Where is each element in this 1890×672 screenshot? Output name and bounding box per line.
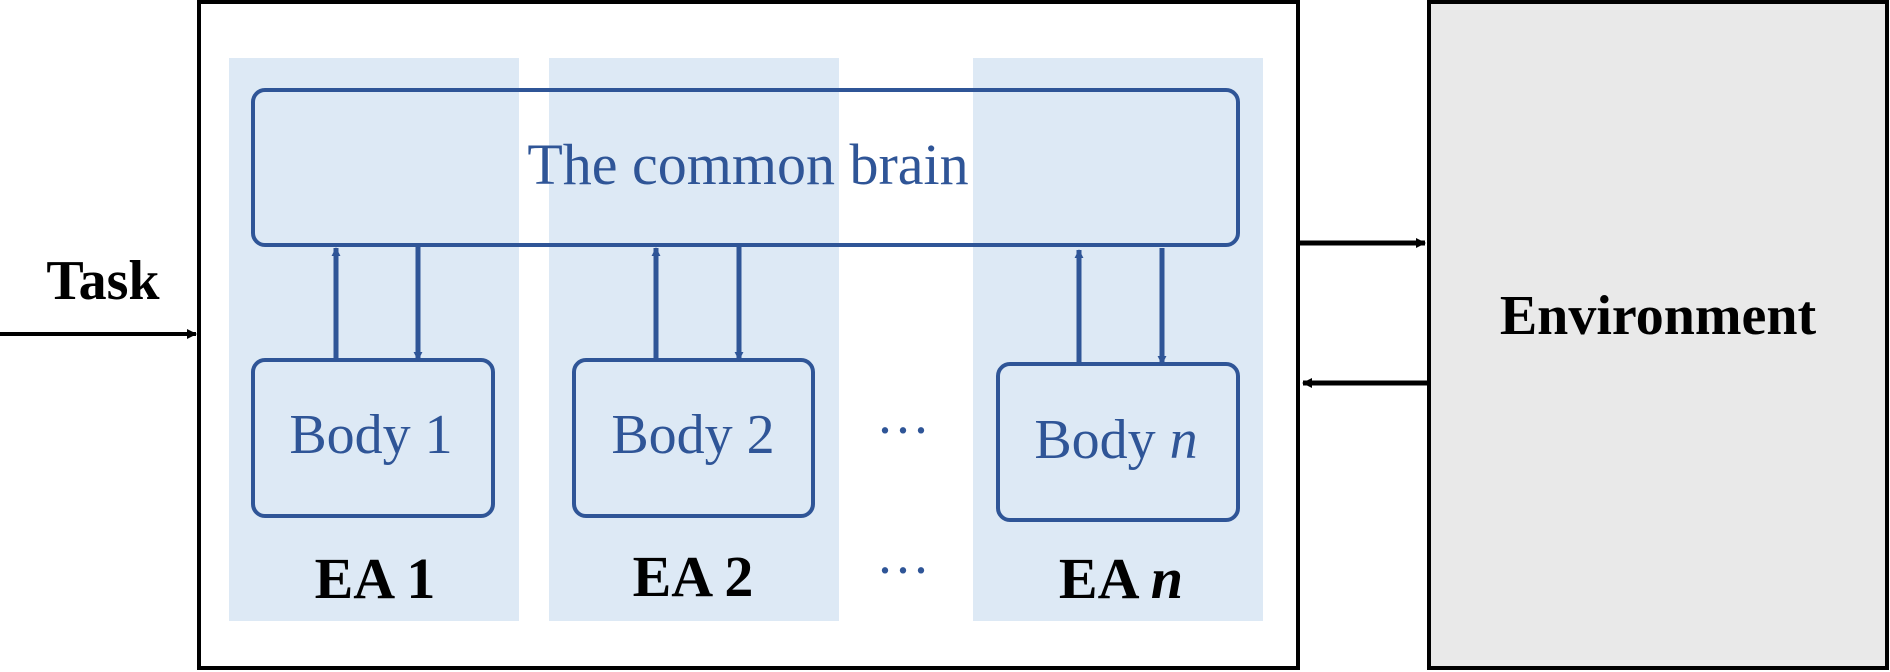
common-brain-label: The common brain [527, 132, 968, 197]
body-n-variable: n [1170, 409, 1198, 471]
agent-n-label: EA n [1059, 546, 1183, 611]
environment-box [1427, 0, 1889, 670]
body-n-prefix: Body [1034, 409, 1169, 471]
environment-label: Environment [1500, 285, 1817, 347]
agent-1-label: EA 1 [315, 546, 436, 611]
body-2-box [572, 358, 815, 518]
agent-column-n [973, 58, 1263, 621]
body-ellipsis: ··· [876, 400, 930, 460]
body-2-label: Body 2 [611, 404, 774, 466]
common-brain-box [251, 88, 1240, 247]
agent-column-2 [549, 58, 839, 621]
agent-ellipsis: ··· [876, 540, 930, 600]
body-1-box [251, 358, 495, 518]
body-n-label: Body n [1034, 409, 1197, 471]
body-1-label: Body 1 [289, 404, 452, 466]
agent-n-prefix: EA [1059, 546, 1151, 611]
agent-2-label: EA 2 [633, 544, 754, 609]
body-n-box [996, 362, 1240, 522]
agent-n-variable: n [1151, 546, 1183, 611]
task-label: Task [46, 250, 160, 312]
agent-column-1 [229, 58, 519, 621]
